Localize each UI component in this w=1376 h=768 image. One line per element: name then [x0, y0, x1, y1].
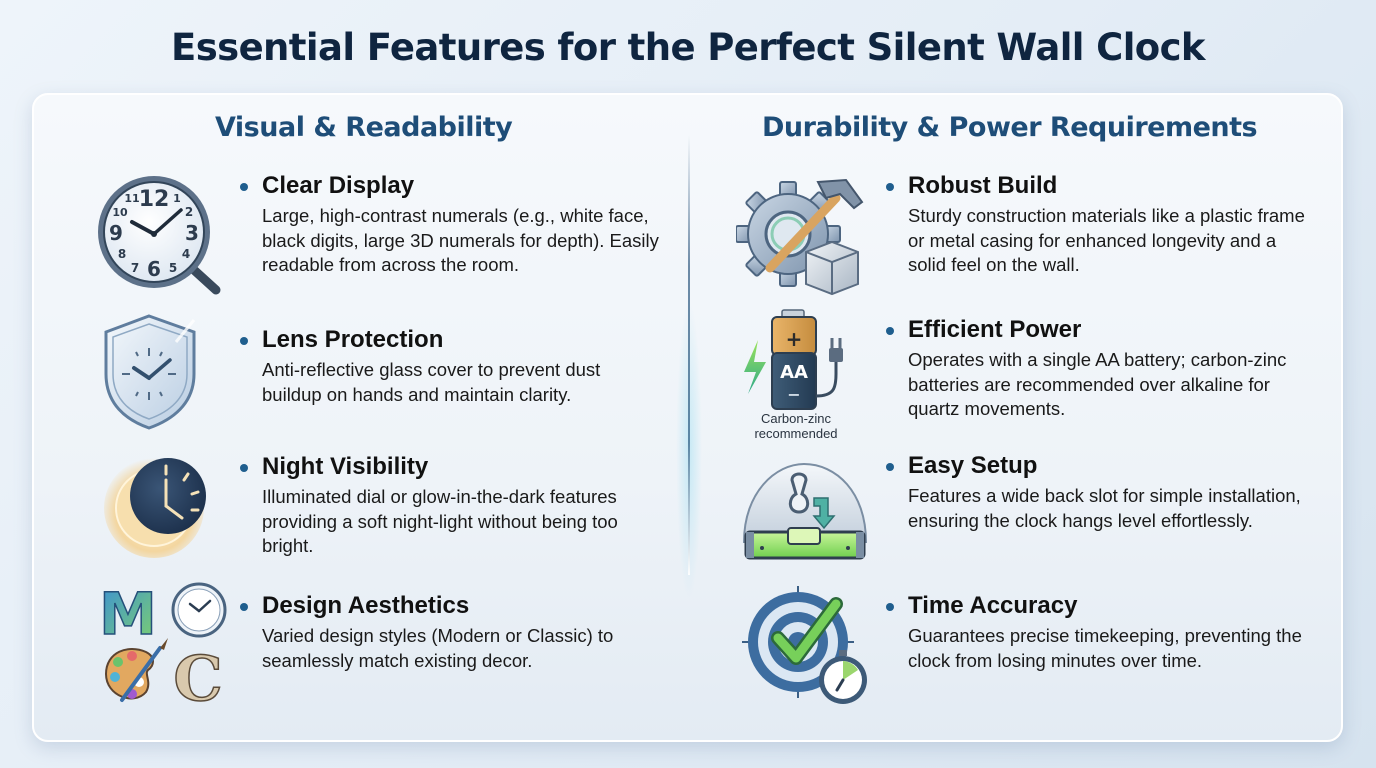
design-styles-icon: M C — [98, 579, 238, 716]
svg-text:7: 7 — [131, 261, 139, 275]
feature-description: Guarantees precise timekeeping, preventi… — [908, 625, 1302, 671]
feature-description: Sturdy construction materials like a pla… — [908, 205, 1305, 275]
battery-caption-line1: Carbon-zinc — [760, 411, 832, 426]
svg-text:+: + — [786, 327, 803, 351]
feature-description: Large, high-contrast numerals (e.g., whi… — [262, 205, 659, 275]
keyhole-slot-icon — [788, 472, 810, 514]
feature-heading: Efficient Power — [886, 316, 1306, 344]
gear-hammer-cube-icon — [735, 172, 876, 302]
battery-caption-line2: recommended — [754, 426, 838, 441]
svg-text:−: − — [787, 385, 800, 404]
target-check-stopwatch-icon — [736, 582, 876, 712]
svg-text:9: 9 — [109, 221, 123, 245]
battery-aa-icon: + AA − — [736, 308, 876, 438]
section-title-visual: Visual & Readability — [215, 112, 513, 143]
feature-heading: Night Visibility — [240, 453, 660, 481]
feature-heading: Time Accuracy — [886, 592, 1306, 620]
arrow-down-icon — [812, 497, 836, 530]
feature-heading: Clear Display — [240, 172, 660, 200]
numeral-12: 12 — [139, 187, 170, 212]
feature-description: Illuminated dial or glow-in-the-dark fea… — [262, 486, 618, 556]
page-title: Essential Features for the Perfect Silen… — [171, 26, 1205, 69]
feature-heading: Design Aesthetics — [240, 592, 660, 620]
feature-heading: Robust Build — [886, 172, 1306, 200]
classic-letter-c: C — [173, 642, 222, 712]
svg-text:6: 6 — [147, 257, 161, 281]
lightning-bolt-icon — [744, 340, 766, 394]
feature-description: Varied design styles (Modern or Classic)… — [262, 625, 614, 671]
svg-text:3: 3 — [185, 221, 199, 245]
column-divider — [688, 135, 690, 575]
svg-text:10: 10 — [112, 206, 128, 219]
feature-description: Anti-reflective glass cover to prevent d… — [262, 359, 601, 405]
svg-text:2: 2 — [185, 205, 193, 219]
svg-text:AA: AA — [780, 362, 808, 383]
modern-letter-m: M — [99, 582, 157, 648]
svg-text:5: 5 — [169, 261, 177, 275]
svg-text:4: 4 — [182, 247, 190, 261]
feature-heading: Easy Setup — [886, 452, 1306, 480]
features-card — [32, 93, 1343, 742]
wall-mount-level-icon — [736, 452, 876, 582]
feature-description: Operates with a single AA battery; carbo… — [908, 349, 1287, 419]
moon-clock-icon — [94, 450, 234, 580]
feature-description: Features a wide back slot for simple ins… — [908, 485, 1301, 531]
svg-text:8: 8 — [118, 247, 126, 261]
svg-text:11: 11 — [124, 192, 139, 205]
section-title-durability: Durability & Power Requirements — [762, 112, 1258, 143]
clock-magnifier-icon: 12 11 1 10 2 9 3 8 4 7 6 5 — [94, 172, 234, 302]
feature-heading: Lens Protection — [240, 326, 660, 354]
svg-text:1: 1 — [173, 192, 181, 205]
shield-clock-icon — [94, 312, 234, 442]
